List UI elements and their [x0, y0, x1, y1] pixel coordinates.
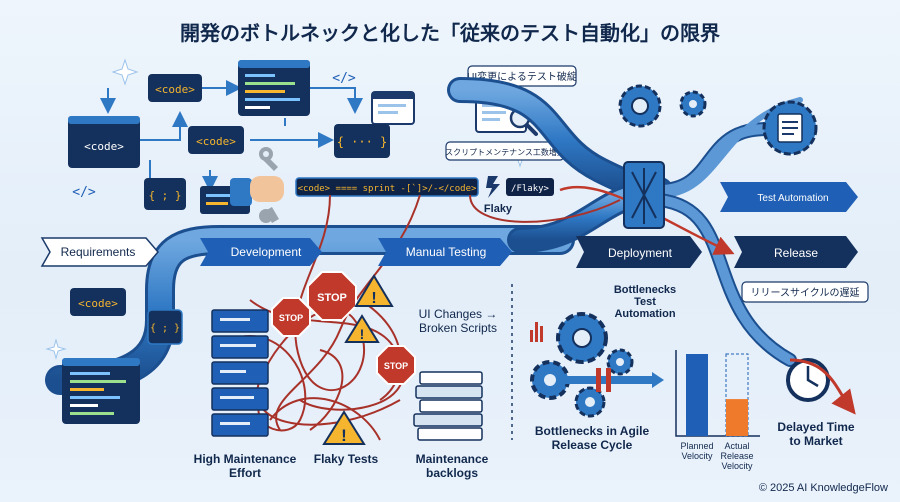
svg-text:リリースサイクルの遅延: リリースサイクルの遅延 [751, 287, 860, 299]
svg-text:!: ! [371, 290, 376, 307]
svg-text:Manual Testing: Manual Testing [406, 245, 487, 259]
code-editor-window [62, 358, 140, 424]
stage-development: Development [200, 238, 322, 266]
planned-velocity-bar [686, 354, 708, 436]
hand-icon [230, 176, 284, 206]
svg-text:Release: Release [774, 246, 818, 260]
backlog-stack-icon [413, 371, 483, 441]
svg-text:{ ; }: { ; } [148, 189, 181, 202]
script-maintenance-callout: スクリプトメンテナンス工数増大 [445, 141, 565, 161]
code-editor-window [238, 60, 310, 116]
svg-text:Requirements: Requirements [61, 245, 136, 259]
document-gear-icon [762, 100, 818, 156]
svg-text:<code>: <code> [196, 135, 236, 148]
label-bottlenecks-agile: Bottlenecks in Agile Release Cycle [534, 424, 650, 452]
svg-text:{ ··· }: { ··· } [337, 135, 388, 149]
browser-window-icon [371, 91, 415, 125]
label-high-maintenance: High Maintenance Effort [193, 452, 297, 480]
svg-text:Development: Development [231, 245, 302, 259]
page-title: 開発のボトルネックと化した「従来のテスト自動化」の限界 [180, 21, 720, 45]
svg-text:<code>: <code> [155, 83, 195, 96]
svg-text:<code>: <code> [78, 297, 118, 310]
gear-icon [618, 84, 662, 128]
label-bottlenecks-test-automation: Bottlenecks Test Automation [613, 284, 677, 320]
label-actual-velocity: Actual Release Velocity [720, 441, 754, 471]
label-maintenance-backlogs: Maintenance backlogs [415, 452, 489, 480]
blocked-arrow [560, 368, 664, 392]
warning-icon: ! [344, 314, 380, 343]
lightning-icon [486, 176, 500, 198]
label-ui-changes: UI Changes → Broken Scripts [418, 307, 498, 335]
code-tag-icon: </> [332, 71, 356, 86]
code-block: <code> [188, 126, 244, 154]
svg-text:STOP: STOP [317, 292, 347, 304]
warning-icon: ! [354, 274, 394, 307]
svg-text:/Flaky>: /Flaky> [511, 184, 550, 194]
svg-text:スクリプトメンテナンス工数増大: スクリプトメンテナンス工数増大 [445, 147, 565, 157]
stage-requirements: Requirements [40, 237, 159, 267]
stop-sign-icon: STOP [376, 345, 416, 385]
code-block: <code> [148, 74, 202, 102]
svg-text:!: ! [341, 426, 347, 445]
code-block: { ; } [144, 178, 186, 210]
stop-sign-icon: STOP [307, 271, 357, 321]
svg-text:STOP: STOP [279, 313, 303, 323]
stop-sign-icon: STOP [271, 297, 311, 337]
svg-text:<code>: <code> [84, 140, 124, 153]
code-editor-window: <code> [68, 116, 140, 168]
gear-icon [574, 386, 606, 418]
copyright: © 2025 AI KnowledgeFlow [758, 482, 888, 494]
svg-text:STOP: STOP [384, 361, 408, 371]
code-flow-lines [100, 80, 363, 195]
svg-text:Deployment: Deployment [608, 246, 673, 260]
label-planned-velocity: Planned Velocity [680, 441, 714, 461]
code-block: { ··· } [334, 124, 390, 158]
code-block: <code> [70, 288, 126, 316]
clock-icon [786, 358, 856, 415]
cycle-delay-callout: リリースサイクルの遅延 [741, 281, 869, 303]
code-tag-icon: </> [72, 185, 96, 200]
svg-text:<code> ==== sprint -[`]>/-</co: <code> ==== sprint -[`]>/-</code> [298, 183, 477, 194]
bar-chart-icon [530, 322, 543, 342]
gear-icon [556, 312, 608, 364]
velocity-chart [675, 350, 760, 437]
flaky-tag: /Flaky> [506, 178, 554, 196]
stage-deployment: Deployment [576, 236, 702, 268]
label-delayed-time: Delayed Time to Market [777, 420, 855, 448]
stage-release: Release [734, 236, 858, 268]
code-bar: <code> ==== sprint -[`]>/-</code> [295, 177, 479, 197]
blocked-junction-icon [623, 161, 665, 229]
svg-text:{ ; }: { ; } [150, 323, 180, 334]
svg-text:Test Automation: Test Automation [757, 193, 828, 204]
gear-icon [679, 90, 707, 118]
actual-velocity-bar [726, 399, 748, 436]
stage-test-automation: Test Automation [720, 182, 858, 212]
document-lines [220, 318, 256, 425]
warning-icon: ! [322, 410, 366, 445]
svg-text:!: ! [360, 326, 365, 342]
gear-icon [606, 348, 634, 376]
label-flaky-tests: Flaky Tests [313, 452, 379, 466]
stage-manual-testing: Manual Testing [378, 238, 512, 266]
code-block: { ; } [147, 309, 183, 345]
flaky-label: Flaky [484, 203, 513, 215]
wrench-icon [259, 147, 279, 224]
